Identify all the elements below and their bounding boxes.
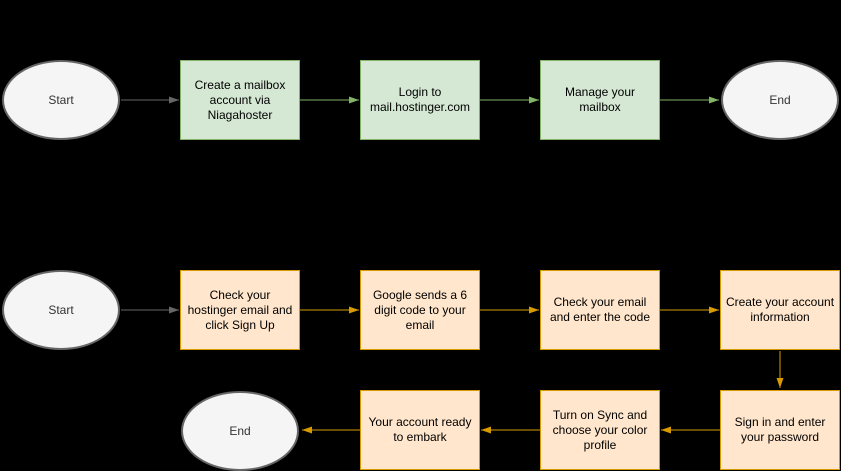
flow2-step-enter-code: Check your email and enter the code — [540, 270, 660, 350]
flow2-step-check-hostinger-email: Check your hostinger email and click Sig… — [180, 270, 300, 350]
flow2-step-account-ready: Your account ready to embark — [360, 390, 480, 470]
flow1-start-terminal: Start — [2, 60, 120, 140]
flow1-step-create-mailbox-account: Create a mailbox account via Niagahoster — [180, 60, 300, 140]
flow2-step-create-account-info: Create your account information — [720, 270, 840, 350]
flow2-step-turn-on-sync: Turn on Sync and choose your color profi… — [540, 390, 660, 470]
flow2-step-sign-in-password: Sign in and enter your password — [720, 390, 840, 470]
flow2-start-terminal: Start — [2, 270, 120, 350]
flow2-step-google-sends-code: Google sends a 6 digit code to your emai… — [360, 270, 480, 350]
flow1-step-login-mail-hostinger: Login to mail.hostinger.com — [360, 60, 480, 140]
flow1-end-terminal: End — [721, 60, 839, 140]
flow1-step-manage-mailbox: Manage your mailbox — [540, 60, 660, 140]
flow2-end-terminal: End — [181, 391, 299, 471]
